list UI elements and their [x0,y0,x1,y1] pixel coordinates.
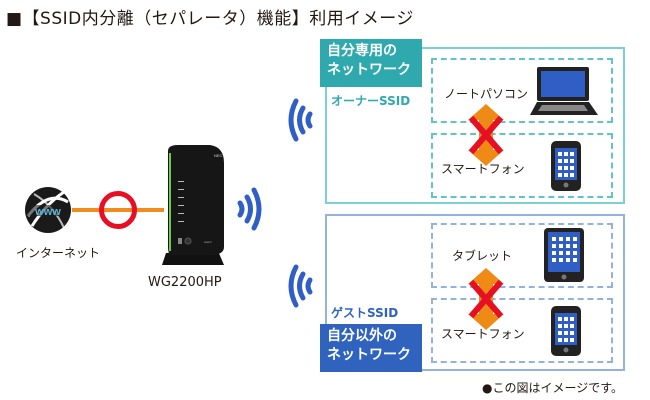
owner-blocked-arrow-icon [466,104,506,170]
guest-device-smartphone[interactable] [431,298,613,363]
guest-blocked-arrow-icon [466,268,506,334]
wifi-signal-guest-icon [284,262,314,314]
guest-ssid-label: ゲストSSID [331,306,399,320]
guest-device-label-smartphone: スマートフォン [441,327,525,341]
connection-ok-icon [99,191,137,229]
internet-label: インターネット [16,246,101,260]
smartphone-icon [550,305,582,361]
footnote: ●この図はイメージです。 [482,381,624,395]
owner-device-laptop[interactable] [431,58,613,123]
laptop-icon [528,65,600,121]
owner-device-smartphone[interactable] [431,133,613,198]
owner-ssid-label: オーナーSSID [331,94,411,108]
guest-tag-line2: ネットワーク [327,347,411,363]
owner-tag-line2: ネットワーク [327,62,411,78]
svg-text:Aterm: Aterm [204,240,213,244]
owner-device-label-smartphone: スマートフォン [441,162,525,176]
guest-tag-line1: 自分以外の [327,328,397,344]
smartphone-icon [550,140,582,196]
owner-network-tag: 自分専用の ネットワーク [320,39,422,87]
owner-tag-line1: 自分専用の [327,43,397,59]
svg-text:NEC: NEC [214,153,223,158]
wifi-signal-icon [236,185,266,237]
owner-device-label-laptop: ノートパソコン [444,87,529,101]
page-title: ■【SSID内分離（セパレータ）機能】利用イメージ [6,9,414,29]
guest-device-label-tablet: タブレット [452,249,513,263]
router-image: NEC Aterm [158,143,228,268]
guest-device-tablet[interactable] [431,223,613,288]
www-globe-icon: www [24,186,72,234]
wifi-signal-owner-icon [284,96,314,148]
tablet-icon [543,227,585,287]
guest-network-tag: 自分以外の ネットワーク [320,324,422,372]
svg-text:www: www [34,206,61,218]
router-model-label: WG2200HP [148,275,222,290]
